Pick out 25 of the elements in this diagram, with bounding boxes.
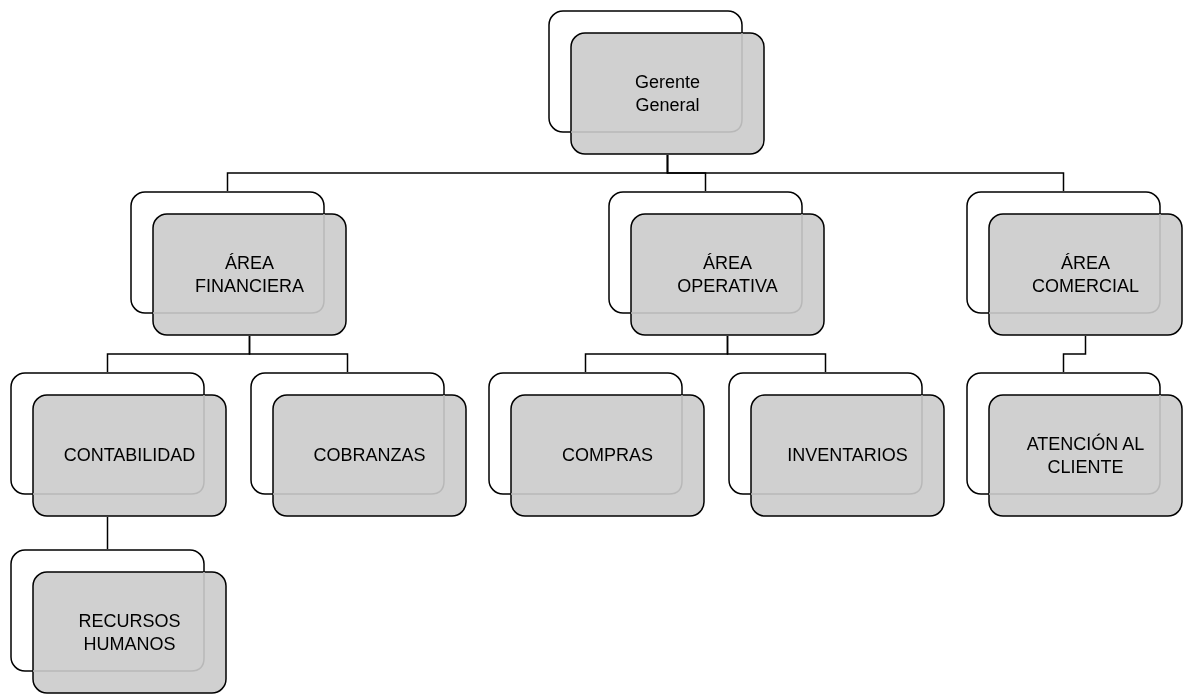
- box-label: INVENTARIOS: [787, 444, 908, 467]
- connector-line: [248, 335, 349, 373]
- connector-line: [106, 516, 109, 550]
- box-label: ATENCIÓN AL CLIENTE: [1025, 432, 1146, 479]
- org-chart-box: [130, 191, 347, 336]
- box-label: ÁREA FINANCIERA: [194, 251, 305, 298]
- connector-line: [1062, 335, 1087, 373]
- connector-line: [666, 154, 1065, 192]
- org-chart-box: [548, 10, 765, 155]
- box-label: ÁREA COMERCIAL: [1031, 251, 1140, 298]
- box-label: COBRANZAS: [313, 444, 426, 467]
- box-label: COMPRAS: [562, 444, 653, 467]
- box-label: RECURSOS HUMANOS: [77, 609, 182, 656]
- connector-line: [726, 335, 827, 373]
- org-chart-box: [10, 372, 227, 517]
- org-chart-box: [728, 372, 945, 517]
- org-chart-box: [966, 191, 1183, 336]
- box-label: CONTABILIDAD: [63, 444, 196, 467]
- org-chart-box: [488, 372, 705, 517]
- box-label: Gerente General: [633, 70, 701, 117]
- box-label: ÁREA OPERATIVA: [676, 251, 779, 298]
- org-chart-box: [10, 549, 227, 694]
- org-chart-box: [966, 372, 1183, 517]
- org-chart-box: [250, 372, 467, 517]
- org-chart-box: [608, 191, 825, 336]
